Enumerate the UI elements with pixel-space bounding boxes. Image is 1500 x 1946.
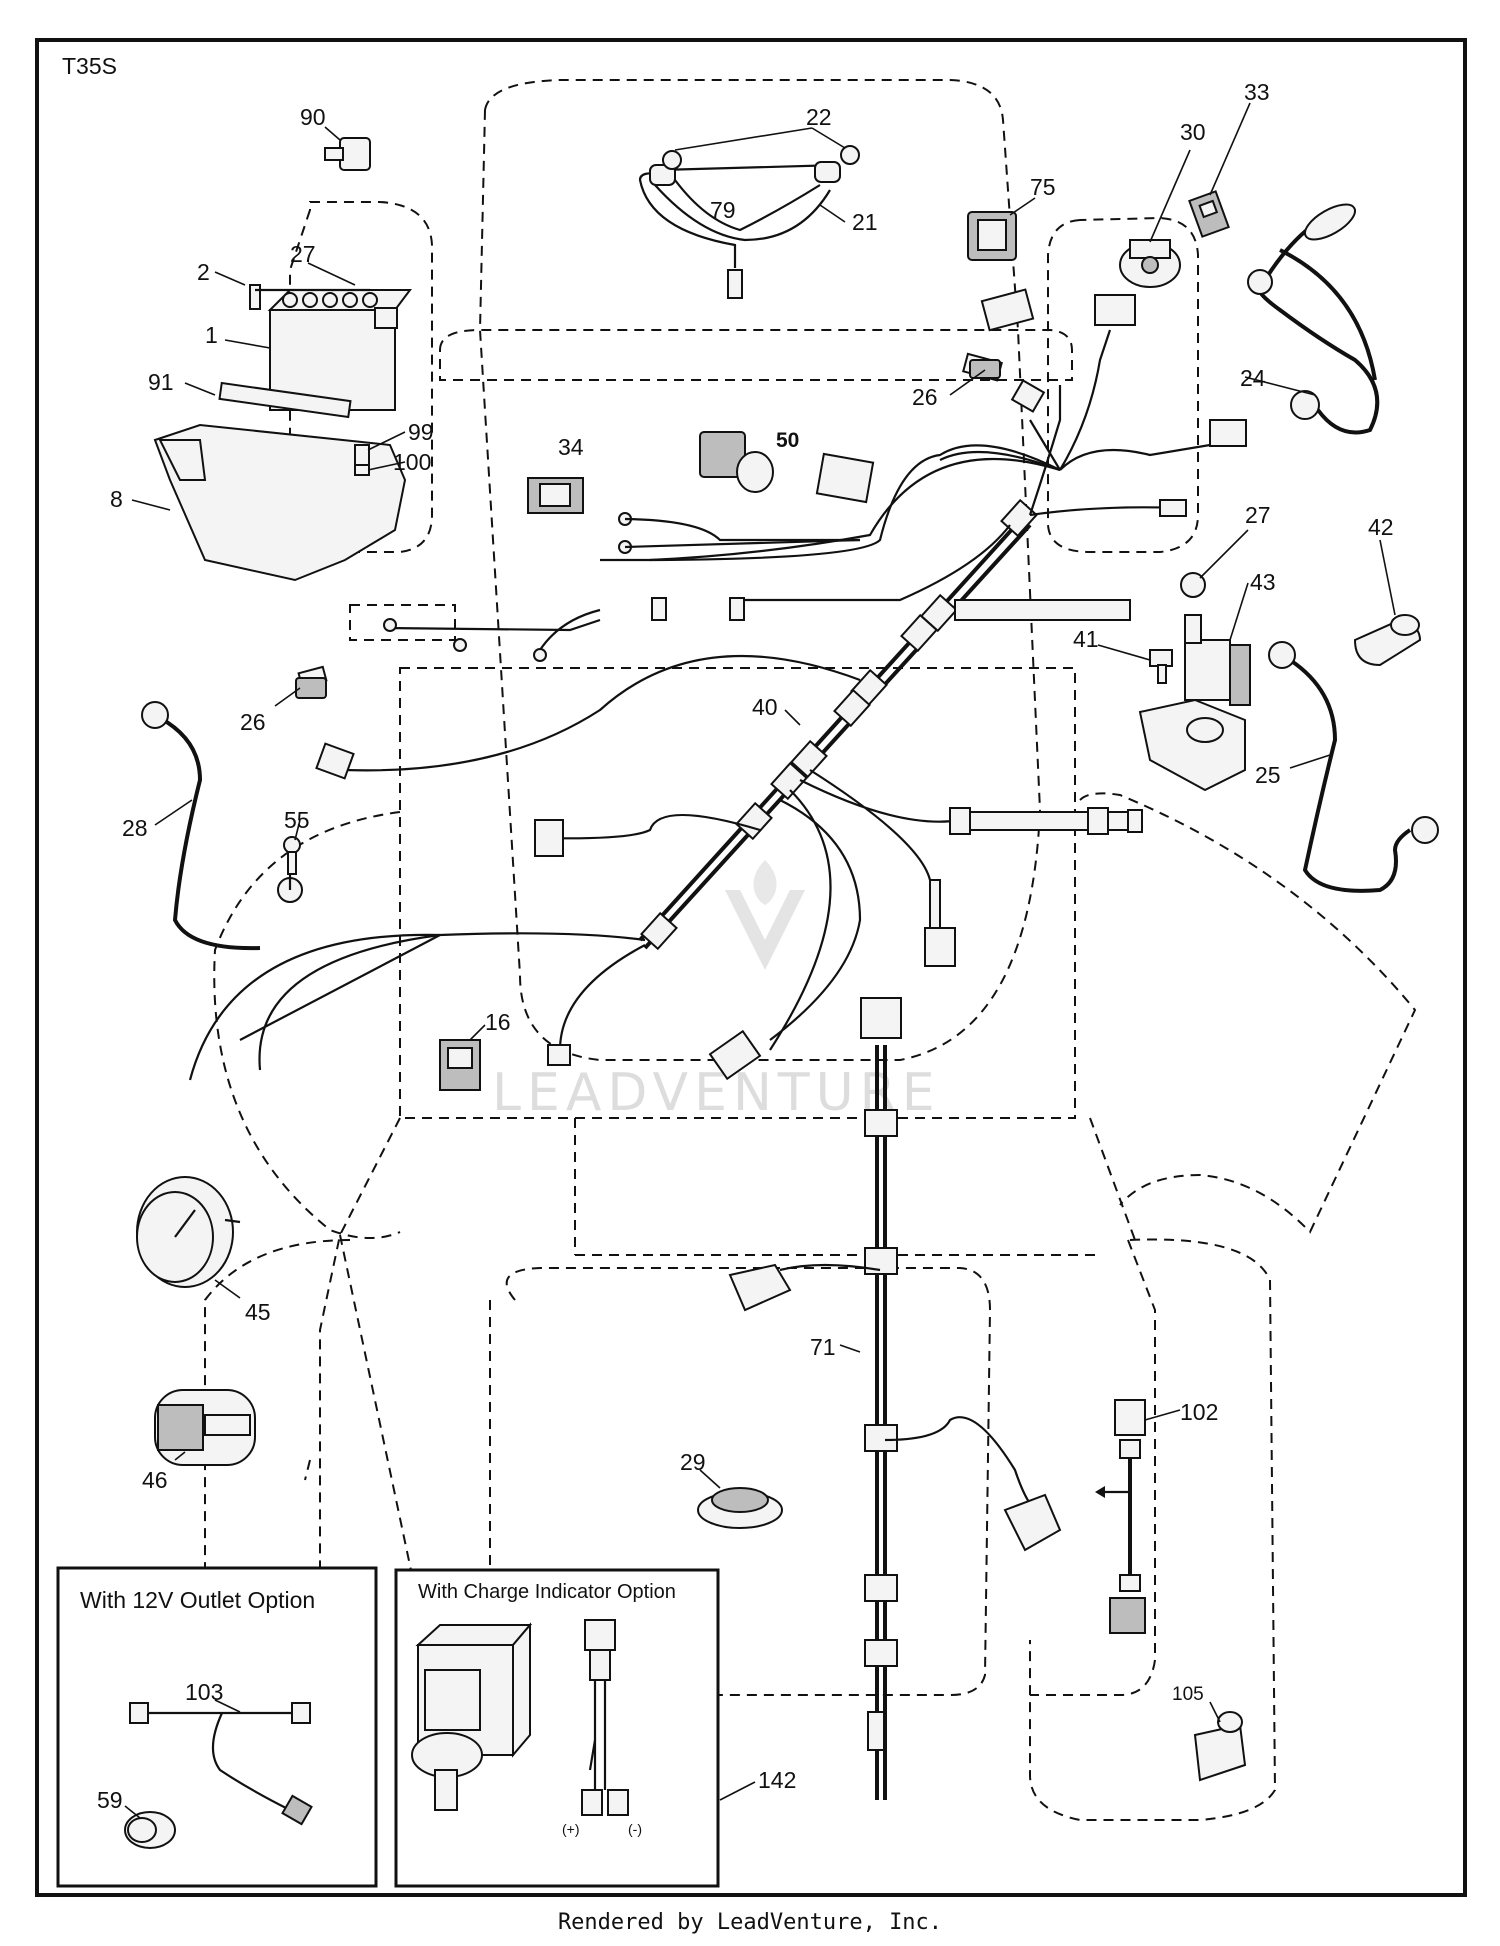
harness-71 xyxy=(728,997,1062,1800)
leader-lines xyxy=(124,102,1396,1819)
callout-27-right: 27 xyxy=(1245,502,1271,528)
watermark: LEADVENTURE xyxy=(492,860,941,1123)
ground-cable-25 xyxy=(1268,641,1439,893)
callout-75: 75 xyxy=(1030,174,1056,200)
callout-2: 2 xyxy=(197,259,210,285)
callout-25: 25 xyxy=(1255,762,1281,788)
callout-26-left: 26 xyxy=(240,709,266,735)
watermark-text: LEADVENTURE xyxy=(492,1063,941,1123)
part-75 xyxy=(967,211,1017,261)
callout-55: 55 xyxy=(284,807,310,833)
callout-79: 79 xyxy=(710,197,736,223)
key-33 xyxy=(1188,190,1230,238)
part-102 xyxy=(1095,1399,1146,1634)
callout-59: 59 xyxy=(97,1787,123,1813)
callout-42: 42 xyxy=(1368,514,1394,540)
callout-40: 40 xyxy=(752,694,778,720)
dashed-outlines xyxy=(204,79,1417,1821)
inset-charge-plus: (+) xyxy=(562,1821,580,1837)
callout-33: 33 xyxy=(1244,79,1270,105)
callout-24: 24 xyxy=(1240,365,1266,391)
footer-credit: Rendered by LeadVenture, Inc. xyxy=(557,1910,943,1935)
callout-16: 16 xyxy=(485,1009,511,1035)
solenoid-43 xyxy=(1138,572,1251,792)
harness-40 xyxy=(188,329,1241,1081)
inset-charge: (+) (-) xyxy=(394,1568,720,1888)
diagram-code: T35S xyxy=(62,53,117,79)
callout-26-top: 26 xyxy=(912,384,938,410)
callout-1: 1 xyxy=(205,322,218,348)
cable-28 xyxy=(141,701,303,951)
callout-46: 46 xyxy=(142,1467,168,1493)
part-50 xyxy=(699,431,774,493)
battery-cable-24 xyxy=(1247,203,1380,435)
callout-142: 142 xyxy=(758,1767,796,1793)
callout-103: 103 xyxy=(185,1679,223,1705)
callout-102: 102 xyxy=(1180,1399,1218,1425)
callout-100: 100 xyxy=(393,449,431,475)
battery-assembly xyxy=(153,284,412,582)
callout-22: 22 xyxy=(806,104,832,130)
screw-55 xyxy=(283,836,301,875)
callout-105: 105 xyxy=(1172,1684,1204,1705)
callout-21: 21 xyxy=(852,209,878,235)
callout-8: 8 xyxy=(110,486,123,512)
inset-charge-title: With Charge Indicator Option xyxy=(418,1581,676,1603)
part-90 xyxy=(324,137,371,171)
callout-99: 99 xyxy=(408,419,434,445)
part-34-switch xyxy=(527,477,584,514)
ignition-switch-30 xyxy=(1119,239,1181,288)
callout-91: 91 xyxy=(148,369,174,395)
boot-42 xyxy=(1353,614,1422,667)
inset-outlet-title: With 12V Outlet Option xyxy=(80,1587,315,1613)
headlight-harness xyxy=(638,145,860,299)
hour-meter-46 xyxy=(154,1389,256,1466)
callout-27-top: 27 xyxy=(290,241,316,267)
diagram-frame xyxy=(35,38,1467,1897)
fuse-26 xyxy=(295,359,1001,699)
callout-71: 71 xyxy=(810,1334,836,1360)
grommet-29 xyxy=(697,1487,783,1529)
inset-outlet xyxy=(56,1566,378,1888)
callout-43: 43 xyxy=(1250,569,1276,595)
part-16 xyxy=(439,1039,481,1091)
callout-30: 30 xyxy=(1180,119,1206,145)
inset-charge-minus: (-) xyxy=(628,1821,642,1837)
gauge-45 xyxy=(136,1176,241,1288)
callout-29: 29 xyxy=(680,1449,706,1475)
callout-90: 90 xyxy=(300,104,326,130)
callout-28: 28 xyxy=(122,815,148,841)
part-105 xyxy=(1193,1711,1247,1782)
callout-41: 41 xyxy=(1073,626,1099,652)
callout-45: 45 xyxy=(245,1299,271,1325)
callout-34: 34 xyxy=(558,434,584,460)
harness-connectors xyxy=(297,288,1247,1081)
callouts: 90 22 33 30 75 79 21 27 2 1 91 99 100 8 … xyxy=(97,79,1394,1813)
callout-50: 50 xyxy=(776,429,799,452)
